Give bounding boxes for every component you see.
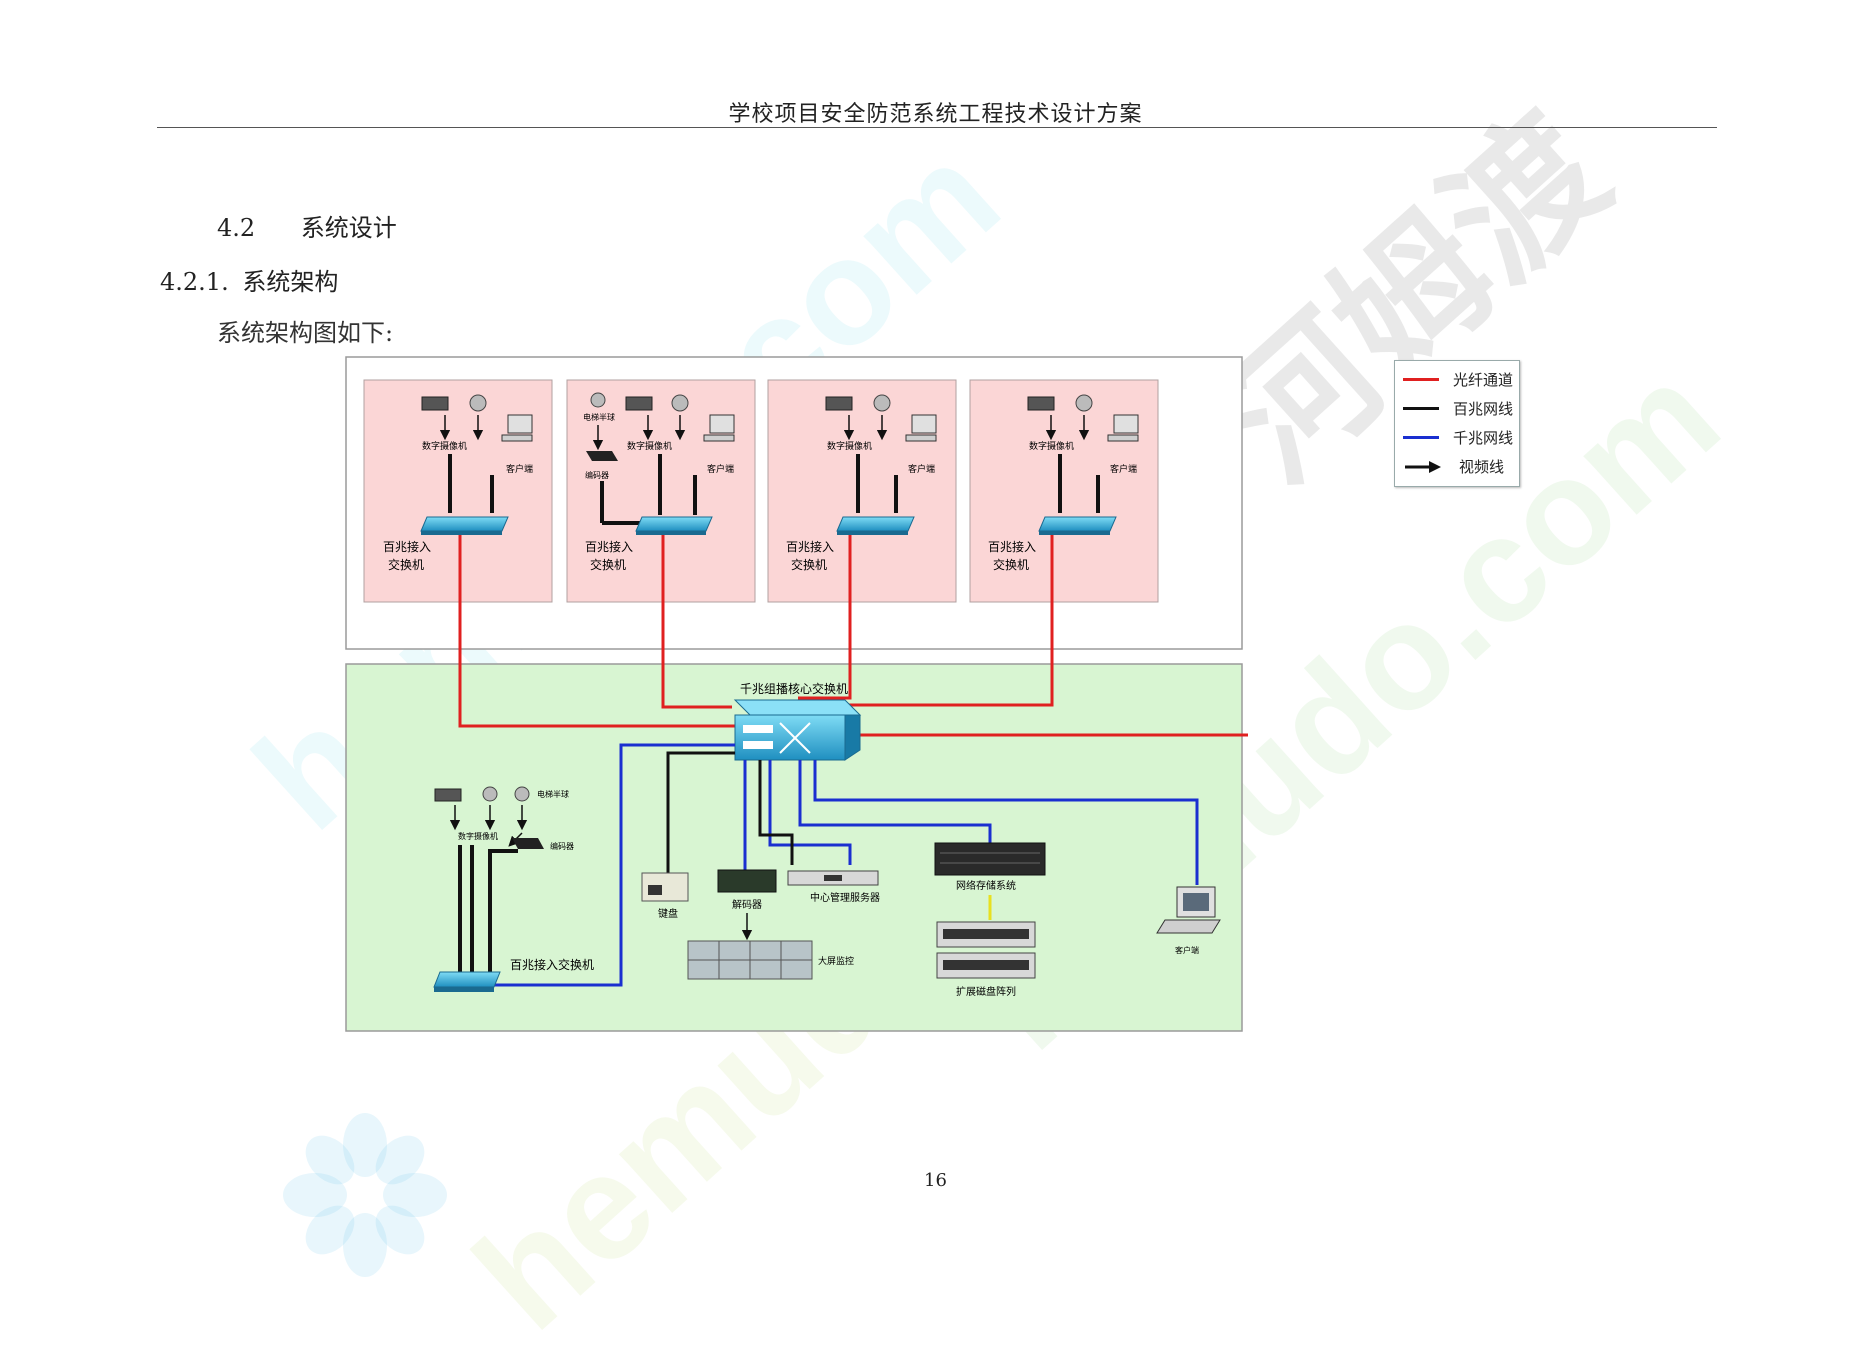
encoder-label: 编码器 [550, 841, 574, 851]
access-switch-label: 百兆接入交换机 [510, 957, 594, 972]
decoder-label: 解码器 [732, 898, 762, 911]
dome-camera-icon [482, 786, 498, 802]
access-switch-icon [635, 516, 713, 532]
keyboard-icon [641, 872, 689, 902]
keyboard-label: 键盘 [658, 907, 678, 920]
storage-icon [934, 842, 1046, 876]
section-heading: 4.2 系统设计 [217, 208, 397, 243]
camera-label: 数字摄像机 [458, 831, 498, 841]
switch-label-2: 交换机 [791, 557, 827, 572]
client-pc-icon [911, 414, 937, 434]
dome-camera-icon [873, 394, 891, 412]
core-client: 客户端 [1156, 886, 1221, 955]
decoder-icon [717, 869, 777, 893]
video-wall-label: 大屏监控 [818, 955, 854, 967]
legend-label: 千兆网线 [1453, 429, 1514, 447]
switch-label-1: 百兆接入 [786, 539, 834, 554]
section-number: 4.2 [217, 214, 256, 242]
access-switch-icon [420, 516, 509, 532]
disk-array: 扩展磁盘阵列 [936, 921, 1036, 998]
legend-black-line [1403, 407, 1439, 410]
camera-icon [1027, 396, 1055, 411]
access-switch-icon [433, 971, 501, 988]
camera-label: 数字摄像机 [827, 440, 872, 452]
legend: 光纤通道 百兆网线 千兆网线 视频线 [1394, 360, 1520, 487]
intro-text: 系统架构图如下: [217, 319, 394, 347]
client-pc-icon [1113, 414, 1139, 434]
subsection-heading: 4.2.1. 系统架构 [160, 262, 338, 297]
legend-fiber: 光纤通道 [1403, 367, 1519, 393]
client-label: 客户端 [707, 463, 734, 475]
camera-icon [625, 396, 653, 411]
dome-camera-icon [469, 394, 487, 412]
access-zone-1: 数字摄像机 客户端 百兆接入 交换机 [363, 379, 553, 603]
subsection-title: 系统架构 [242, 268, 339, 296]
client-label: 客户端 [506, 463, 533, 475]
access-zone-4: 数字摄像机 客户端 百兆接入 交换机 [969, 379, 1159, 603]
legend-hundred-mbit: 百兆网线 [1403, 396, 1519, 422]
disk-array-label: 扩展磁盘阵列 [956, 985, 1016, 998]
keyboard-device: 键盘 [641, 872, 689, 920]
core-switch-label: 千兆组播核心交换机 [740, 681, 848, 696]
camera-icon [434, 788, 462, 802]
page-number: 16 [924, 1170, 947, 1191]
section-title: 系统设计 [300, 214, 397, 242]
dome-camera-icon [671, 394, 689, 412]
network-storage: 网络存储系统 [934, 842, 1046, 920]
encoder-icon [586, 451, 618, 461]
watermark-flower-icon [283, 1113, 447, 1277]
switch-label-1: 百兆接入 [585, 539, 633, 554]
client-pc-icon [709, 414, 735, 434]
elevator-dome-icon [514, 786, 530, 802]
legend-red-line [1403, 378, 1439, 381]
switch-label-1: 百兆接入 [383, 539, 431, 554]
legend-video: 视频线 [1403, 454, 1519, 480]
elevator-label: 电梯半球 [537, 789, 569, 799]
switch-label-2: 交换机 [388, 557, 424, 572]
legend-label: 光纤通道 [1453, 371, 1514, 389]
subsection-number: 4.2.1. [160, 268, 229, 296]
fiber-links [458, 535, 1248, 737]
dome-camera-icon [1075, 394, 1093, 412]
legend-label: 百兆网线 [1453, 400, 1514, 418]
camera-label: 数字摄像机 [422, 440, 467, 452]
management-server-label: 中心管理服务器 [810, 891, 880, 904]
access-switch-icon [1038, 516, 1117, 532]
system-architecture-diagram: 数字摄像机 客户端 百兆接入 交换机 电梯半球 编码器 数字摄像机 客户端 百兆… [345, 356, 1248, 1032]
client-label: 客户端 [1175, 945, 1199, 955]
access-zone-2: 电梯半球 编码器 数字摄像机 客户端 百兆接入 交换机 [566, 379, 756, 603]
camera-label: 数字摄像机 [1029, 440, 1074, 452]
video-wall: 大屏监控 [687, 940, 854, 980]
page-header: 学校项目安全防范系统工程技术设计方案 [728, 102, 1143, 127]
switch-label-1: 百兆接入 [988, 539, 1036, 554]
elevator-label: 电梯半球 [583, 412, 615, 422]
encoder-icon [512, 838, 544, 849]
encoder-label: 编码器 [585, 470, 609, 480]
switch-label-2: 交换机 [590, 557, 626, 572]
camera-icon [825, 396, 853, 411]
decoder-device: 解码器 [717, 869, 777, 941]
legend-arrow-icon [1405, 461, 1441, 473]
core-switch-icon [733, 699, 862, 761]
header-rule [157, 127, 1717, 128]
legend-label: 视频线 [1459, 458, 1505, 476]
switch-label-2: 交换机 [993, 557, 1029, 572]
legend-gigabit: 千兆网线 [1403, 425, 1519, 451]
storage-label: 网络存储系统 [956, 879, 1016, 892]
hundred-mbit-links [666, 751, 794, 873]
elevator-dome-icon [590, 392, 606, 408]
client-label: 客户端 [908, 463, 935, 475]
client-label: 客户端 [1110, 463, 1137, 475]
core-camera-group: 电梯半球 数字摄像机 编码器 百兆接入交换机 [433, 786, 594, 992]
camera-label: 数字摄像机 [627, 440, 672, 452]
access-zone-3: 数字摄像机 客户端 百兆接入 交换机 [767, 379, 957, 603]
access-switch-icon [836, 516, 915, 532]
legend-blue-line [1403, 436, 1439, 439]
gigabit-links [480, 743, 1199, 987]
client-pc-icon [507, 414, 533, 434]
management-server: 中心管理服务器 [787, 870, 880, 904]
camera-icon [421, 396, 449, 411]
